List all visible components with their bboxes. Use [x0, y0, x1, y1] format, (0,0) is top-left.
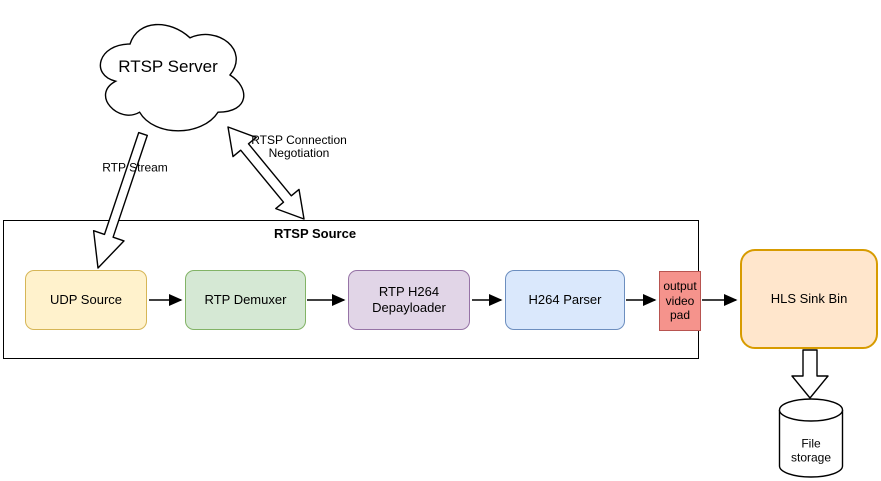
- node-h264-parser-label: H264 Parser: [528, 291, 602, 307]
- node-rtp-h264-depayloader-label: RTP H264 Depayloader: [372, 283, 446, 315]
- hls-to-storage-arrow: [791, 349, 829, 399]
- rtsp-negotiation-label: RTSP Connection Negotiation: [251, 132, 347, 160]
- cloud-label: RTSP Server: [118, 57, 218, 76]
- node-rtp-demuxer-label: RTP Demuxer: [204, 291, 287, 307]
- rtp-stream-label: RTP Stream: [102, 160, 168, 175]
- node-output-video-pad: output video pad: [659, 271, 701, 331]
- node-output-video-pad-label: output video pad: [663, 279, 697, 323]
- node-hls-sink-bin: HLS Sink Bin: [740, 249, 878, 349]
- node-hls-sink-bin-label: HLS Sink Bin: [770, 290, 848, 306]
- node-rtp-demuxer: RTP Demuxer: [185, 270, 306, 330]
- file-storage-label: File storage: [790, 436, 832, 465]
- node-udp-source-label: UDP Source: [49, 291, 122, 307]
- node-rtp-h264-depayloader: RTP H264 Depayloader: [348, 270, 470, 330]
- node-h264-parser: H264 Parser: [505, 270, 625, 330]
- cloud-shape: [99, 23, 245, 132]
- node-udp-source: UDP Source: [25, 270, 147, 330]
- rtsp-source-title: RTSP Source: [273, 226, 357, 241]
